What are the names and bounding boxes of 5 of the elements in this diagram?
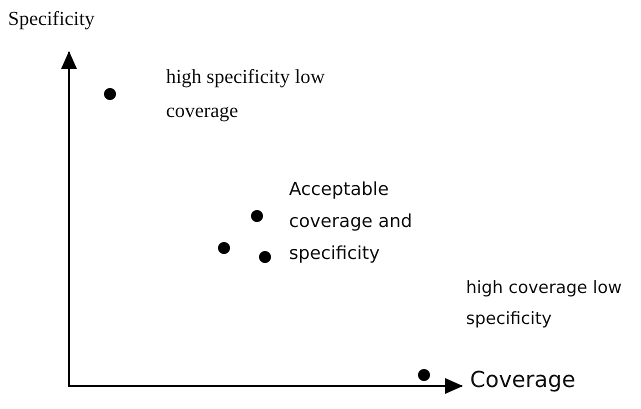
axis-title: Specificity <box>8 7 96 32</box>
axis-title: Coverage <box>470 367 576 395</box>
region-label: high specificity low coverage <box>166 65 326 124</box>
region-label: Acceptable coverage and specificity <box>289 178 414 266</box>
region-label: high coverage low specificity <box>466 277 623 331</box>
